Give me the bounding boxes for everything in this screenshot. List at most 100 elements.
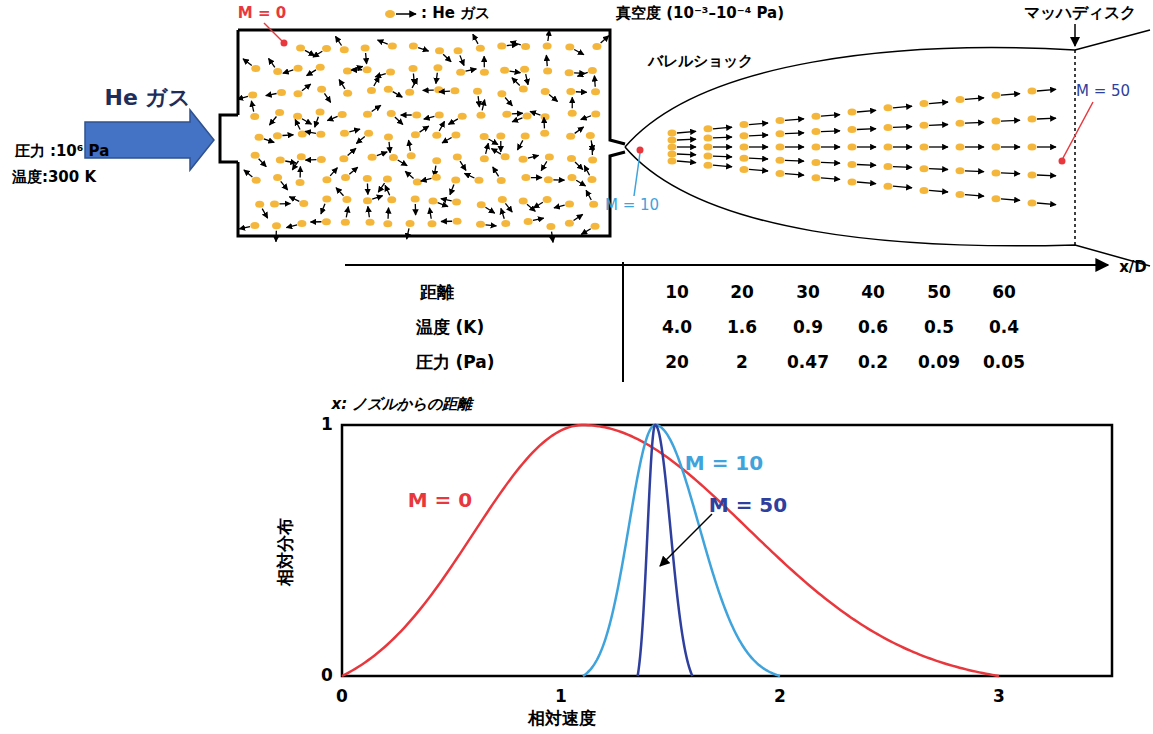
velocity-arrow [549,95,558,102]
he-atom [740,132,749,139]
he-atom [412,111,421,118]
he-atom [523,112,532,119]
velocity-arrow [289,197,299,202]
he-atom [1028,144,1037,151]
velocity-arrow [436,73,437,84]
he-atom [668,130,677,137]
velocity-arrow [491,148,500,154]
velocity-arrow [507,44,518,46]
velocity-arrow [929,102,948,104]
point-marker [1059,158,1066,165]
tick-label: 1 [555,687,567,707]
he-atom [343,90,352,97]
velocity-arrow [439,121,444,131]
velocity-arrow [713,136,732,138]
he-atom [565,44,574,51]
velocity-arrow [929,168,948,170]
he-atom [704,153,713,160]
velocity-arrow [372,105,381,111]
he-atom [341,174,350,181]
velocity-arrow [280,203,291,205]
velocity-arrow [530,111,540,115]
velocity-arrow [581,116,591,120]
velocity-arrow [460,55,464,65]
he-atom [474,177,483,184]
velocity-arrow [488,139,497,145]
he-atom [884,124,893,131]
velocity-arrow [893,166,912,168]
velocity-arrow [1037,89,1056,91]
velocity-arrow [929,146,948,147]
axis-label: x/D [1119,259,1147,276]
he-atom [497,90,506,97]
velocity-arrow [295,120,300,130]
velocity-arrow [543,117,545,128]
he-atom [884,144,893,151]
he-atom [476,221,485,228]
he-atom [384,133,393,140]
curve-label: M = 0 [408,489,473,512]
he-atom [250,222,259,229]
velocity-arrow [349,167,357,174]
velocity-arrow [321,204,325,214]
he-atom [434,86,443,93]
table-cell: 20 [730,283,754,303]
he-atom [592,43,601,50]
velocity-arrow [821,178,840,180]
he-atom [250,113,259,120]
velocity-arrow [713,155,732,157]
velocity-arrow [500,141,501,152]
he-atom [364,130,373,137]
velocity-arrow [385,185,390,195]
velocity-arrow [785,146,804,147]
velocity-arrow [533,218,544,220]
tick-label: 0 [321,666,333,686]
he-atom [497,43,506,50]
he-atom [704,125,713,132]
velocity-arrow [336,188,344,196]
he-atom [251,65,260,72]
velocity-arrow [1001,120,1020,122]
he-atom [567,155,576,162]
mach-label: M = 10 [605,197,659,214]
velocity-arrow [305,131,316,133]
velocity-arrow [965,98,984,100]
velocity-arrow [466,69,477,71]
he-atom [405,89,414,96]
velocity-arrow [264,139,274,143]
legend-sample [384,5,418,23]
velocity-arrow [501,208,504,218]
velocity-arrow [1001,172,1020,174]
velocity-arrow [438,203,448,207]
he-atom [920,165,929,172]
jet-atoms [668,88,1057,207]
he-atom [388,42,397,49]
he-atom [884,104,893,111]
velocity-arrow [749,146,768,147]
he-atom [428,220,437,227]
barrel-shock [625,30,1150,147]
he-atom [383,176,392,183]
he-atom [413,178,422,185]
he-atom [519,197,528,204]
he-atom [848,179,857,186]
velocity-arrow [1001,146,1020,147]
velocity-arrow [269,58,275,67]
he-atom [293,113,302,120]
he-atom [316,109,325,116]
tick-label: 1 [321,415,333,435]
he-atom [252,177,261,184]
velocity-arrow [785,160,804,162]
he-atom [740,121,749,128]
he-atom [498,196,507,203]
he-atom [409,43,418,50]
he-atom [565,220,574,227]
velocity-arrow [965,146,984,147]
velocity-arrow [552,232,553,243]
gas-chamber [238,30,625,236]
he-atom [501,153,510,160]
he-atom [812,174,821,181]
table-divider [622,262,624,382]
he-atom [591,88,600,95]
velocity-arrow [965,195,984,197]
